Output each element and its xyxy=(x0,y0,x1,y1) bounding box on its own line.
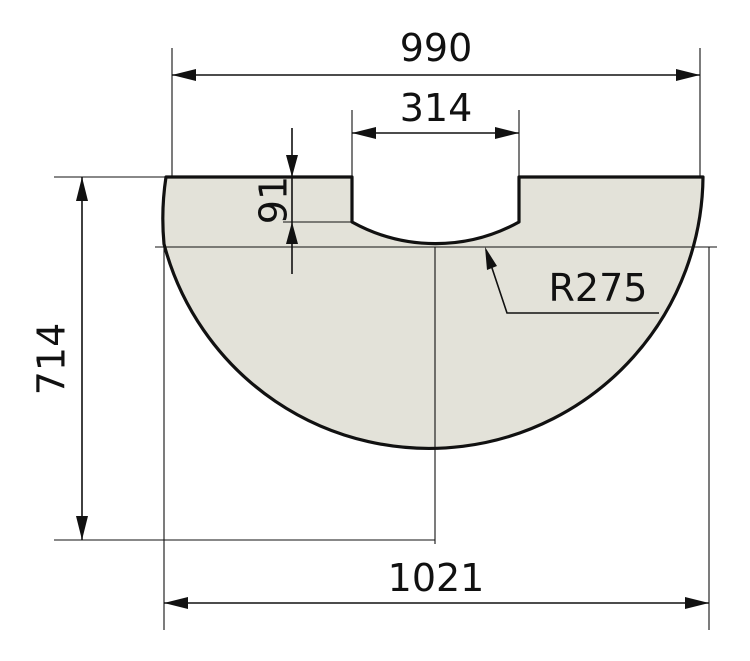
dimension-radius: R275 xyxy=(485,247,659,314)
part-outline xyxy=(161,175,705,450)
dimension-label-radius: R275 xyxy=(549,266,648,310)
dimension-label-height: 714 xyxy=(30,323,74,396)
dimension-label-notch-depth: 91 xyxy=(252,176,296,224)
dimension-notch-width: 314 xyxy=(351,86,520,177)
dimension-label-notch-width: 314 xyxy=(400,86,473,130)
dimension-notch-depth: 91 xyxy=(252,128,352,274)
dimension-top-width: 990 xyxy=(171,26,701,177)
dimension-label-overall-width: 1021 xyxy=(388,556,485,600)
dimension-height: 714 xyxy=(30,176,435,541)
dimension-overall-width: 1021 xyxy=(163,247,710,630)
dimension-label-top-width: 990 xyxy=(400,26,473,70)
